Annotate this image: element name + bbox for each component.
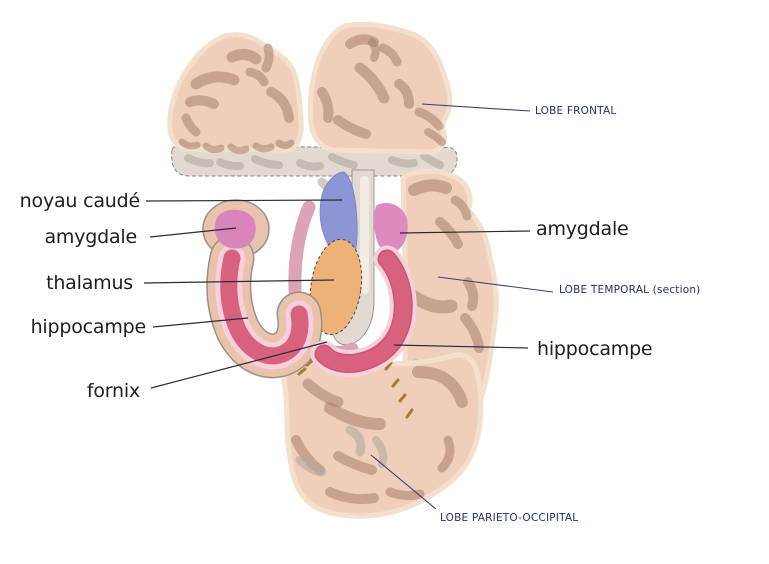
label-thalamus: thalamus xyxy=(46,272,133,294)
label-hippocampe-left: hippocampe xyxy=(30,316,147,338)
frontal-lobe-right xyxy=(310,24,449,155)
label-fornix: fornix xyxy=(86,380,140,402)
leader-hippocampe-left xyxy=(152,317,249,328)
left-hippocampal-formation xyxy=(202,199,323,379)
amygdala-left-shape xyxy=(214,209,256,249)
label-lobe-temporal: LOBE TEMPORAL (section) xyxy=(559,284,701,296)
leader-amygdale-left xyxy=(149,227,237,238)
label-noyau-caude: noyau caudé xyxy=(19,190,141,212)
amygdala-right-shape xyxy=(373,203,408,253)
ventricle-highlight xyxy=(360,176,369,294)
leader-fornix xyxy=(150,341,328,389)
leader-lines xyxy=(143,103,554,510)
label-amygdale-left: amygdale xyxy=(44,226,137,248)
parieto-occipital-lobe xyxy=(284,355,481,516)
hippocampus-left-shape xyxy=(220,249,309,365)
frontal-lobe-left xyxy=(170,35,301,155)
label-amygdale-right: amygdale xyxy=(536,218,629,240)
leader-lobe-temporal xyxy=(437,276,554,293)
leader-lobe-frontal xyxy=(421,103,531,112)
leader-lobe-parieto-occipital xyxy=(370,454,437,510)
leader-amygdale-right xyxy=(399,230,531,234)
leader-noyau-caude xyxy=(145,199,343,202)
label-lobe-frontal: LOBE FRONTAL xyxy=(535,105,617,117)
hippocampus-right-shape xyxy=(316,251,412,372)
thalamus-shape xyxy=(309,238,363,336)
leader-thalamus xyxy=(143,279,335,284)
label-hippocampe-right: hippocampe xyxy=(537,338,653,360)
label-lobe-parieto-occipital: LOBE PARIETO-OCCIPITAL xyxy=(440,512,579,524)
leader-hippocampe-right xyxy=(393,344,529,349)
hippocampus-right xyxy=(310,245,417,377)
